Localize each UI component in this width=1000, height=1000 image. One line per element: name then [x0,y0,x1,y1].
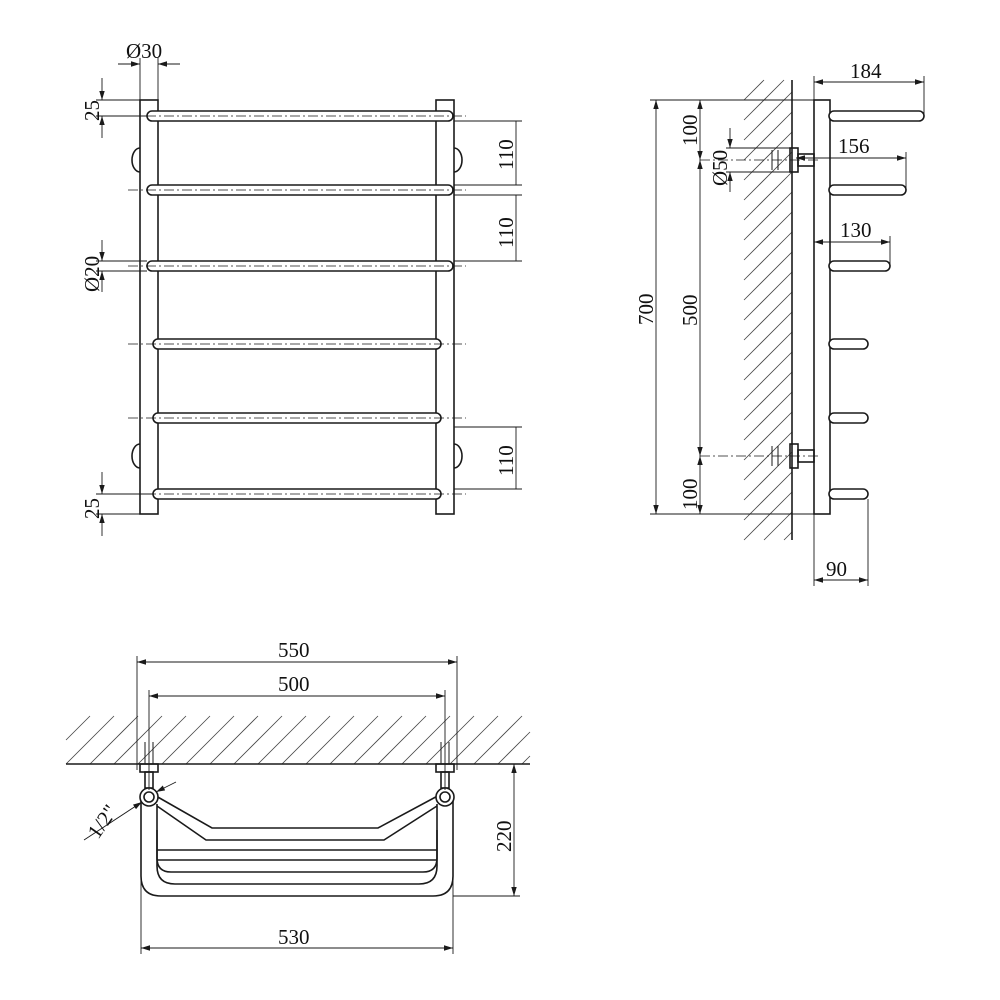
front-middle-spacing-dim: 110 [454,194,522,262]
front-top-offset-dim: 25 [80,78,147,138]
side-rung-6 [828,488,869,500]
side-depth-second-dim: 156 [796,134,907,190]
top-projection-dim: 220 [453,763,520,897]
side-rung-2 [828,184,907,196]
side-rung-1 [828,110,925,122]
top-wall-hatch [65,715,531,765]
side-center-distance-label: 500 [678,295,702,327]
front-top-offset-label: 25 [80,100,104,121]
right-lower-mount [453,443,463,469]
side-upright-pipe [813,99,831,515]
side-flange-diameter-dim: Ø50 [708,128,790,192]
front-rung-diameter-dim: Ø20 [80,240,147,292]
top-overall-width-label: 550 [278,638,310,662]
side-depth-top-label: 184 [850,59,882,83]
side-depth-base-dim: 90 [813,499,869,586]
top-bottom-width-label: 530 [278,925,310,949]
top-right-connection [435,787,455,807]
right-side-pipe [435,99,455,515]
front-rungs [146,110,454,500]
front-middle-spacing-label: 110 [494,217,518,248]
top-thread-label: 1/2" [82,800,122,843]
side-depth-top-dim: 184 [813,59,925,116]
side-total-height-dim: 700 [634,99,814,515]
side-top-offset-dim: 100 [678,100,703,160]
top-thread-dim: 1/2" [82,781,177,843]
side-depth-base-label: 90 [826,557,847,581]
top-connection-distance-label: 500 [278,672,310,696]
front-upper-spacing-dim: 110 [454,120,522,186]
side-depth-third-label: 130 [840,218,872,242]
top-projection-label: 220 [492,821,516,853]
side-view: 700 100 500 100 Ø50 184 [634,59,925,586]
side-depth-second-label: 156 [838,134,870,158]
front-view: Ø30 25 Ø20 25 [80,39,522,536]
left-lower-mount [131,443,141,469]
front-lower-spacing-label: 110 [494,445,518,476]
side-wall-hatch [743,79,793,541]
top-rung-loops [140,791,454,897]
top-connection-distance-dim: 500 [148,672,446,790]
side-flange-diameter-label: Ø50 [708,150,732,186]
left-upper-mount [131,147,141,173]
side-rung-4 [828,338,869,350]
side-center-distance-dim: 500 [678,160,703,456]
side-rung-3 [828,260,891,272]
front-bottom-offset-label: 25 [80,498,104,519]
side-bottom-offset-label: 100 [678,479,702,511]
side-top-offset-label: 100 [678,115,702,147]
top-left-connection [139,787,159,807]
side-total-height-label: 700 [634,294,658,326]
top-view: 550 500 530 220 1/2" [65,638,531,954]
front-bottom-offset-dim: 25 [80,472,153,536]
right-upper-mount [453,147,463,173]
side-depth-third-dim: 130 [814,218,891,266]
front-pipe-diameter-label: Ø30 [126,39,162,63]
front-pipe-diameter-dim: Ø30 [118,39,180,100]
front-lower-spacing-dim: 110 [454,426,522,490]
front-rung-diameter-label: Ø20 [80,256,104,292]
side-rung-5 [828,412,869,424]
front-upper-spacing-label: 110 [494,139,518,170]
side-rungs [828,110,925,500]
left-side-pipe [139,99,159,515]
side-bottom-offset-dim: 100 [678,456,703,514]
top-bottom-width-dim: 530 [140,876,454,954]
top-overall-width-dim: 550 [136,638,458,770]
